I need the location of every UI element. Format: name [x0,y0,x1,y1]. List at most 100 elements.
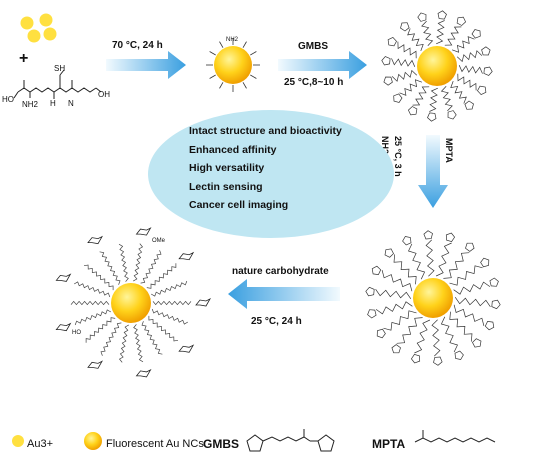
glycan-linker [100,322,122,356]
ligand-chain [436,20,445,45]
maleimide-ring [491,299,501,310]
maleimide-ring [437,10,447,20]
ligand-chain [393,254,417,285]
feature-item: Intact structure and bioactivity [189,125,342,137]
ligand-chain [397,41,417,59]
glycan-linker [133,243,144,282]
ligand-chain [425,239,435,277]
arrow-step4 [228,279,340,309]
glycan-linker [99,251,121,285]
au-ion-dots [20,13,57,43]
legend-au-nc: Fluorescent Au NCs [106,438,204,450]
sugar-ring [87,360,104,369]
legend-gmbs-structure [246,429,335,452]
ligand-chain [375,289,412,299]
sugar-ring [195,298,212,307]
ligand-chain [453,281,491,295]
maleimide-ring [367,309,377,319]
glycan-linker [70,300,110,306]
maleimide-ring [465,242,475,252]
maleimide-ring [393,93,403,103]
ligand-chain [429,87,438,112]
ligand-chain [454,297,491,307]
step3-condition: 25 °C, 3 h [393,136,403,177]
step1-condition: 70 °C, 24 h [112,40,163,51]
ligand-chain [449,265,483,286]
ligand-chain [408,243,426,280]
ligand-chain [456,50,483,63]
feature-item: Lectin sensing [189,180,263,193]
sugar-ring [55,273,72,282]
maleimide-ring [480,257,490,268]
step3-reagent-b: MPTA [444,138,454,163]
legend-au-ion: Au3+ [27,438,53,450]
ligand-chain [421,20,434,47]
au-nc-glycan [111,283,151,323]
maleimide-ring [402,236,412,246]
maleimide-ring [381,56,391,66]
ligand-chain [391,58,416,67]
maleimide-ring [445,232,456,243]
feature-item: Cancer cell imaging [189,199,289,211]
feature-item: High versatility [189,162,265,174]
maleimide-ring [391,344,401,354]
glycan-linker [141,321,163,355]
sugar-ring [135,368,152,378]
maleimide-ring [417,12,427,22]
n-label: N [68,99,74,108]
amine-ligand-line [209,74,216,79]
glycan-linker [118,243,129,282]
maleimide-ring [384,248,394,258]
glycan-linker [140,250,162,284]
amine-ligand-line [219,41,224,48]
maleimide-ring [371,265,382,275]
glycan-linker [146,263,177,289]
ligand-chain [383,310,417,331]
maleimide-ring [423,230,433,240]
ligand-chain [451,36,475,53]
sugar-ring [178,344,195,353]
ligand-chain [440,316,458,353]
arrow-step2 [278,51,367,79]
ligand-chain [414,319,431,354]
maleimide-ring [472,338,482,348]
maleimide-ring [427,112,437,122]
glycan-linker [85,317,116,343]
ligand-chain [391,69,418,82]
glycan-linker [74,309,112,326]
legend-mpta-structure [414,430,496,443]
amine-ligand-line [250,74,257,79]
maleimide-ring [464,100,474,110]
h-label: H [50,99,56,108]
glycan-linker [152,300,192,306]
feature-item: Enhanced affinity [189,143,277,156]
maleimide-ring [387,36,397,47]
maleimide-ring [433,356,443,366]
ligand-chain [449,311,473,342]
ligand-chain [443,252,470,279]
glycan-linker [150,280,188,297]
au-nc-mpta [413,278,453,318]
step4-condition: 25 °C, 24 h [251,316,302,327]
maleimide-ring [407,106,418,116]
ligand-chain [444,26,462,46]
maleimide-ring [376,328,386,339]
sugar-ring [178,251,195,261]
amine-ligand-line [242,41,247,48]
ligand-chain [407,28,424,52]
au-nc-amine [214,46,252,84]
amine-ligand-line [250,51,257,56]
glycan-linker [118,324,129,363]
ligand-chain [375,301,413,315]
arrow-step3 [418,135,448,208]
glycan-shell [55,227,212,378]
thiol-label: SH [54,64,66,73]
legend-au-nc-icon [84,432,102,450]
mpta-shell [365,230,501,366]
glycan-linker [73,281,111,298]
legend-mpta: MPTA [372,437,406,451]
legend-gmbs: GMBS [203,437,239,451]
ligand-chain [453,304,485,326]
amine-ligand-line [242,82,247,89]
